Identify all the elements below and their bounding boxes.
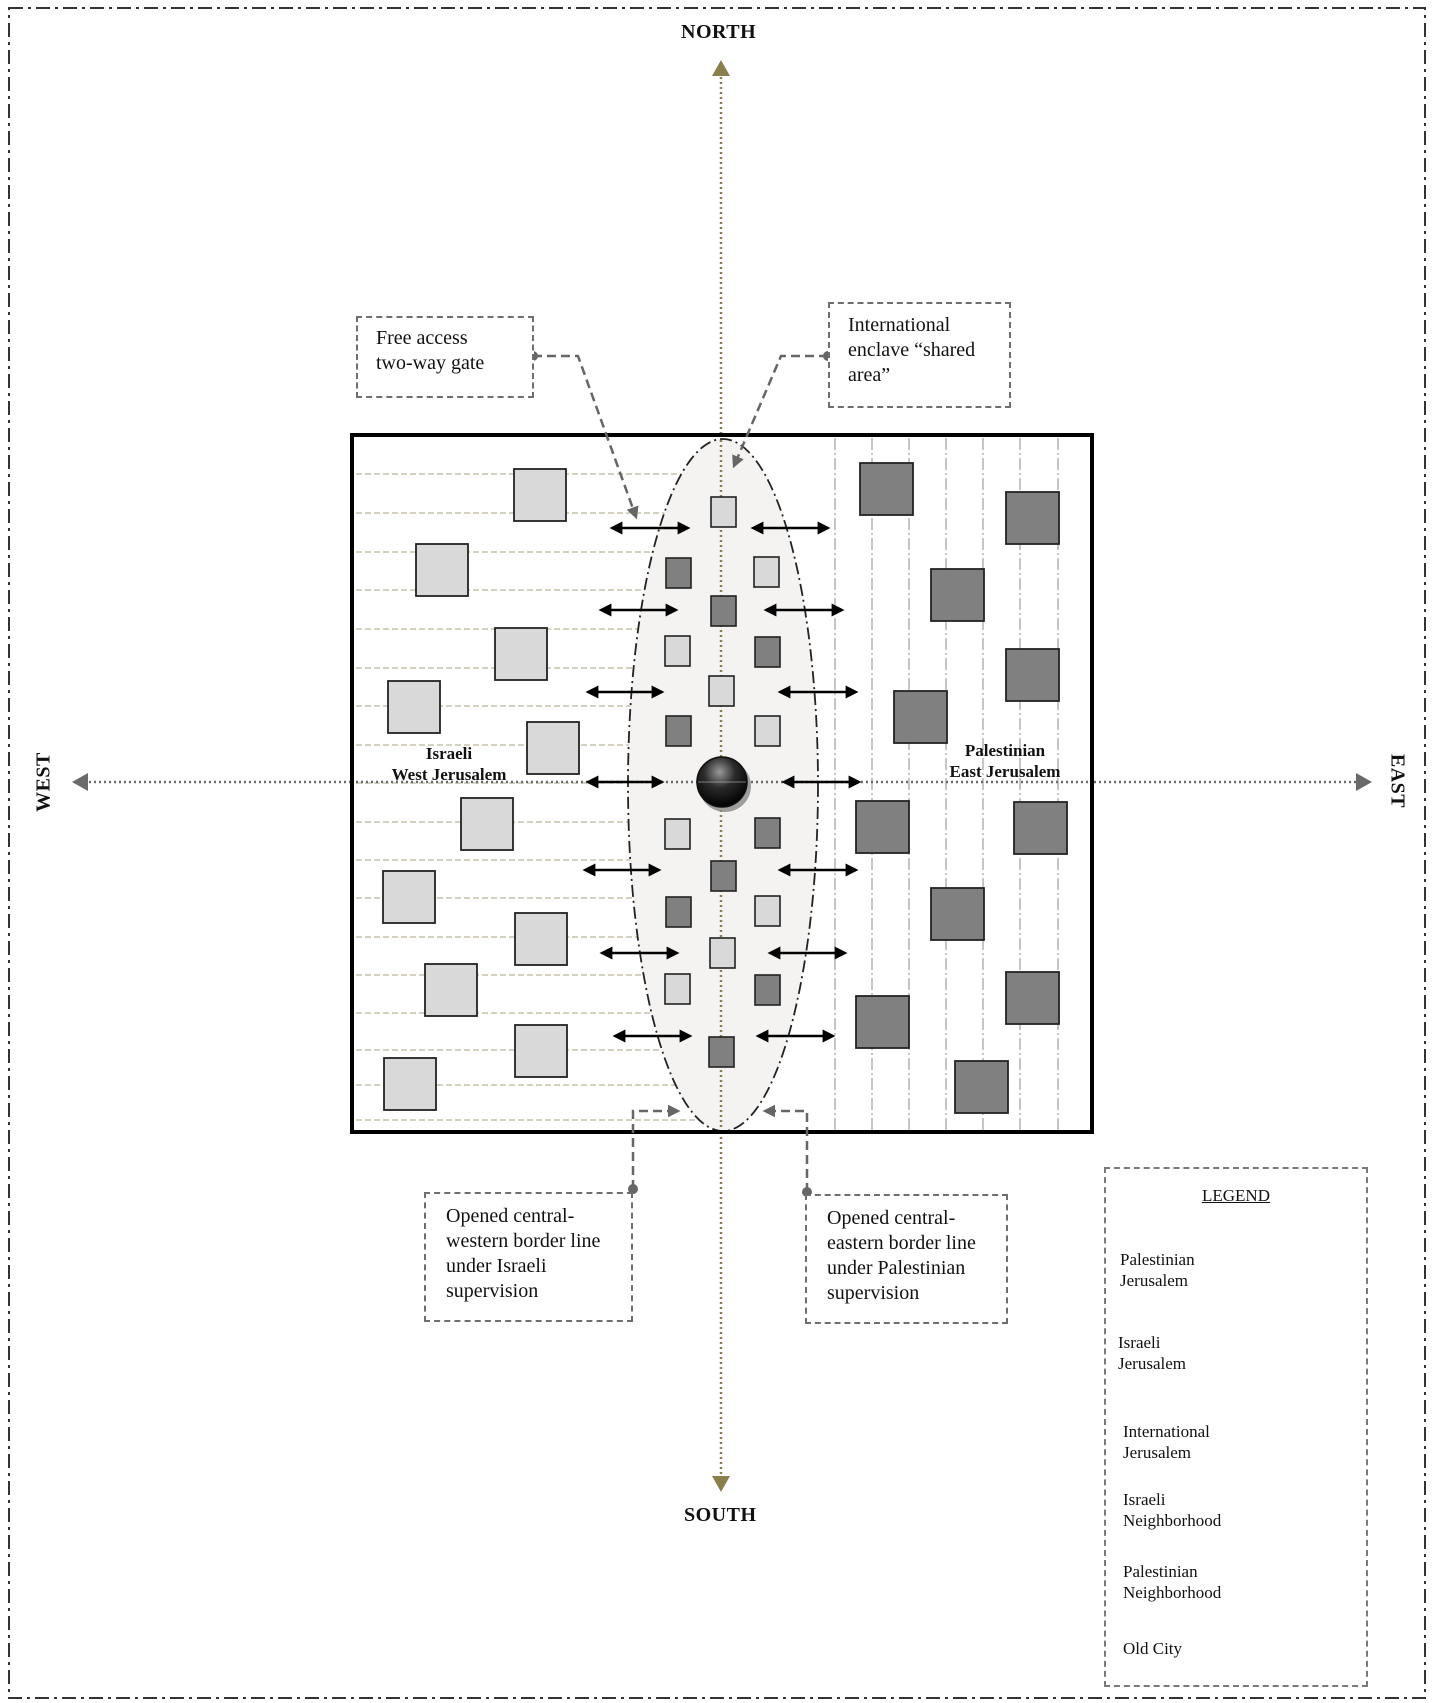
callout-line: under Palestinian [827, 1257, 966, 1279]
compass-axes [72, 60, 1372, 1492]
israeli-neighborhood [514, 1024, 568, 1078]
legend-label-israeli-jerusalem: Israeli Jerusalem [1118, 1333, 1186, 1373]
two-way-gates [582, 521, 862, 1043]
region-line: West Jerusalem [391, 765, 507, 784]
israeli-neighborhood [664, 973, 691, 1005]
west-jerusalem-label: Israeli West Jerusalem [376, 743, 522, 785]
palestinian-neighborhood [754, 817, 781, 849]
east-label: EAST [1386, 753, 1409, 809]
israeli-neighborhood [494, 627, 548, 681]
region-line: Israeli [425, 744, 473, 763]
south-arrowhead [712, 1476, 730, 1492]
israeli-neighborhood [709, 937, 736, 969]
israeli-neighborhoods [382, 468, 580, 1111]
israeli-neighborhood [387, 680, 441, 734]
palestinian-neighborhood [1005, 971, 1060, 1025]
gate-leader [533, 354, 639, 520]
west-label: WEST [32, 752, 55, 812]
israeli-neighborhood [424, 963, 478, 1017]
israeli-neighborhood [754, 715, 781, 747]
city-border [350, 433, 1094, 1134]
palestinian-neighborhoods [855, 462, 1068, 1114]
israeli-neighborhood [513, 468, 567, 522]
israeli-neighborhood [526, 721, 580, 775]
palestinian-neighborhood [954, 1060, 1009, 1114]
israeli-neighborhood [460, 797, 514, 851]
israeli-neighborhood [383, 1057, 437, 1111]
palestinian-neighborhood [754, 636, 781, 668]
north-arrowhead [712, 60, 730, 76]
israeli-neighborhood [382, 870, 436, 924]
palestinian-neighborhood [1005, 648, 1060, 702]
callout-line: supervision [827, 1282, 920, 1304]
callout-line: Opened central- [446, 1205, 575, 1227]
east-arrowhead [1356, 773, 1372, 791]
gate-callout: Free access two-way gate [356, 316, 534, 398]
israeli-neighborhood [664, 818, 691, 850]
legend-label-international-jerusalem: International Jerusalem [1123, 1422, 1210, 1462]
callout-line: enclave “shared [848, 339, 976, 361]
eastern-border-callout: Opened central- eastern border line unde… [805, 1194, 1008, 1324]
palestinian-neighborhood [930, 887, 985, 941]
legend-label-palestinian-jerusalem: Palestinian Jerusalem [1120, 1250, 1195, 1290]
western-border-callout: Opened central- western border line unde… [424, 1192, 633, 1322]
palestinian-neighborhood [930, 568, 985, 622]
israeli-neighborhood [754, 895, 781, 927]
old-city [696, 756, 751, 812]
callout-line: area” [848, 364, 891, 386]
west-arrowhead [72, 773, 88, 791]
outer-frame [8, 7, 1426, 1699]
enclave-neighborhoods [664, 496, 781, 1068]
israeli-neighborhood [664, 635, 691, 667]
palestinian-neighborhood [1005, 491, 1060, 545]
callout-line: Opened central- [827, 1207, 956, 1229]
region-line: East Jerusalem [949, 762, 1061, 781]
palestinian-neighborhood [855, 800, 910, 854]
palestinian-neighborhood [1013, 801, 1068, 855]
israeli-neighborhood [708, 675, 735, 707]
palestinian-neighborhood [665, 557, 692, 589]
legend-label-israeli-neighborhood: Israeli Neighborhood [1123, 1490, 1222, 1530]
palestinian-neighborhood [893, 690, 948, 744]
enclave-callout: International enclave “shared area” [828, 302, 1011, 408]
south-label: SOUTH [684, 1504, 757, 1526]
legend-label-old-city: Old City [1123, 1639, 1183, 1658]
palestinian-neighborhood [754, 974, 781, 1006]
region-line: Palestinian [964, 741, 1046, 760]
israeli-neighborhood [753, 556, 780, 588]
palestinian-neighborhood [708, 1036, 735, 1068]
enclave-leader [732, 354, 828, 469]
palestinian-neighborhood [710, 860, 737, 892]
western-border-leader [631, 1104, 681, 1189]
jerusalem-map [350, 433, 1094, 1134]
legend-title: LEGEND [1202, 1186, 1270, 1205]
callout-leaders [533, 354, 828, 1192]
callout-line: under Israeli [446, 1255, 547, 1277]
east-jerusalem-label: Palestinian East Jerusalem [937, 740, 1073, 782]
palestinian-neighborhood [855, 995, 910, 1049]
callout-line: Free access [376, 327, 468, 349]
callout-line: eastern border line [827, 1232, 976, 1254]
israeli-neighborhood [514, 912, 568, 966]
israeli-neighborhood [415, 543, 469, 597]
legend-label-palestinian-neighborhood: Palestinian Neighborhood [1123, 1562, 1222, 1602]
callout-line: western border line [446, 1230, 601, 1252]
legend-box: LEGEND [1104, 1167, 1368, 1687]
callout-line: two-way gate [376, 352, 485, 374]
palestinian-neighborhood [859, 462, 914, 516]
callout-line: International [848, 314, 951, 336]
palestinian-neighborhood [665, 715, 692, 747]
palestinian-neighborhood [665, 896, 692, 928]
israeli-neighborhood [710, 496, 737, 528]
callout-line: supervision [446, 1280, 539, 1302]
palestinian-neighborhood [710, 595, 737, 627]
north-label: NORTH [681, 21, 757, 43]
